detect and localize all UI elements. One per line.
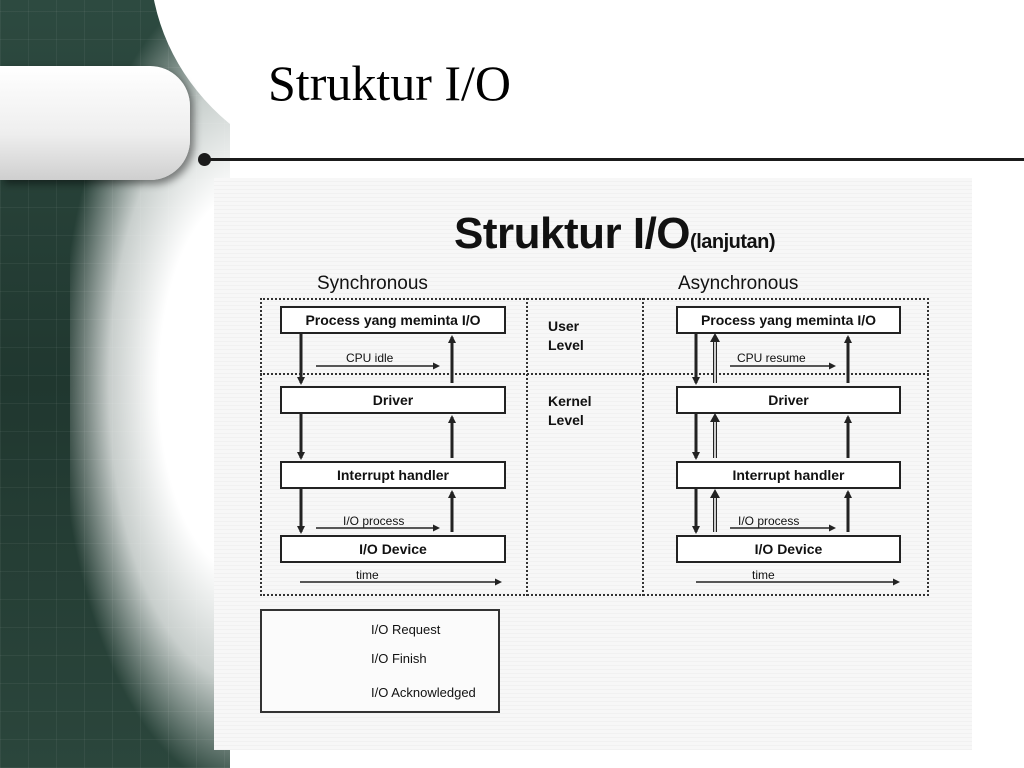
sync-device-block: I/O Device <box>280 535 506 563</box>
diagram-title-main: Struktur I/O <box>454 209 691 258</box>
sync-driver-block: Driver <box>280 386 506 414</box>
sync-time-label: time <box>356 568 379 582</box>
synchronous-heading: Synchronous <box>317 273 428 294</box>
user-level-label: User Level <box>548 318 584 353</box>
kernel-level-label: Kernel Level <box>548 393 592 428</box>
async-process-block: Process yang meminta I/O <box>676 306 901 334</box>
title-rule <box>206 158 1024 161</box>
slide-top-curve <box>150 0 1024 180</box>
sync-cpu-label: CPU idle <box>346 351 394 365</box>
divider-left <box>526 298 528 596</box>
async-time-label: time <box>752 568 775 582</box>
diagram-title: Struktur I/O(lanjutan) <box>454 209 776 258</box>
async-interrupt-block: Interrupt handler <box>676 461 901 489</box>
slide-tab-decoration <box>0 66 190 180</box>
diagram-title-suffix: (lanjutan) <box>690 231 776 253</box>
user-kernel-boundary <box>260 373 929 375</box>
legend-item-finish: I/O Finish <box>371 651 427 666</box>
async-driver-block: Driver <box>676 386 901 414</box>
sync-process-block: Process yang meminta I/O <box>280 306 506 334</box>
divider-right <box>642 298 644 596</box>
legend-item-acknowledged: I/O Acknowledged <box>371 685 476 700</box>
title-bullet-dot <box>198 153 211 166</box>
slide-title: Struktur I/O <box>268 55 512 111</box>
legend-item-request: I/O Request <box>371 622 441 637</box>
legend-box <box>260 609 500 713</box>
async-io-process-label: I/O process <box>738 514 800 528</box>
sync-io-process-label: I/O process <box>343 514 405 528</box>
asynchronous-heading: Asynchronous <box>678 273 799 294</box>
diagram-image <box>214 178 972 750</box>
async-cpu-label: CPU resume <box>737 351 806 365</box>
async-acknowledged-arrows <box>710 333 720 532</box>
diagram-dotted-frame <box>260 298 929 596</box>
sync-interrupt-block: Interrupt handler <box>280 461 506 489</box>
async-device-block: I/O Device <box>676 535 901 563</box>
